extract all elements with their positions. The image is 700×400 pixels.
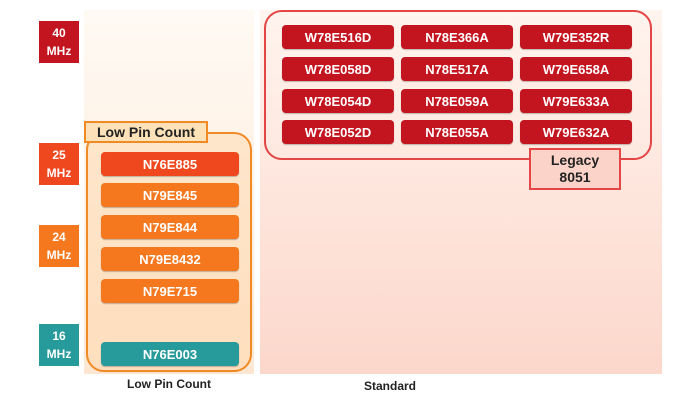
chip-w79e633a[interactable]: W79E633A — [520, 89, 632, 113]
freq-badge-40mhz: 40 MHz — [39, 21, 79, 63]
freq-value: 24 — [52, 230, 66, 244]
freq-unit: MHz — [46, 248, 72, 262]
chip-n78e059a[interactable]: N78E059A — [401, 89, 513, 113]
legacy-8051-group — [264, 10, 652, 160]
freq-badge-24mhz: 24 MHz — [39, 225, 79, 267]
legacy-label-line1: Legacy — [550, 152, 600, 168]
column-label-low-pin-count: Low Pin Count — [127, 377, 211, 391]
chip-w78e058d[interactable]: W78E058D — [282, 57, 394, 81]
chip-n76e003[interactable]: N76E003 — [101, 342, 239, 366]
legacy-8051-label: Legacy 8051 — [529, 148, 621, 190]
chip-n79e845[interactable]: N79E845 — [101, 183, 239, 207]
column-label-standard: Standard — [363, 379, 416, 393]
chip-n78e366a[interactable]: N78E366A — [401, 25, 513, 49]
freq-value: 16 — [52, 329, 66, 343]
chip-w78e052d[interactable]: W78E052D — [282, 120, 394, 144]
freq-badge-16mhz: 16 MHz — [39, 324, 79, 366]
freq-value: 40 — [52, 26, 66, 40]
chip-n76e885[interactable]: N76E885 — [101, 152, 239, 176]
chip-n79e844[interactable]: N79E844 — [101, 215, 239, 239]
freq-badge-25mhz: 25 MHz — [39, 143, 79, 185]
chip-n79e8432[interactable]: N79E8432 — [101, 247, 239, 271]
legacy-label-line2: 8051 — [559, 169, 591, 185]
freq-value: 25 — [52, 148, 66, 162]
chip-n78e055a[interactable]: N78E055A — [401, 120, 513, 144]
freq-unit: MHz — [46, 347, 72, 361]
low-pin-count-group-title: Low Pin Count — [84, 121, 208, 143]
freq-unit: MHz — [46, 44, 72, 58]
chip-w79e658a[interactable]: W79E658A — [520, 57, 632, 81]
chip-n79e715[interactable]: N79E715 — [101, 279, 239, 303]
chip-n78e517a[interactable]: N78E517A — [401, 57, 513, 81]
chip-w78e516d[interactable]: W78E516D — [282, 25, 394, 49]
chip-w79e632a[interactable]: W79E632A — [520, 120, 632, 144]
chip-w78e054d[interactable]: W78E054D — [282, 89, 394, 113]
freq-unit: MHz — [46, 166, 72, 180]
chip-w79e352r[interactable]: W79E352R — [520, 25, 632, 49]
